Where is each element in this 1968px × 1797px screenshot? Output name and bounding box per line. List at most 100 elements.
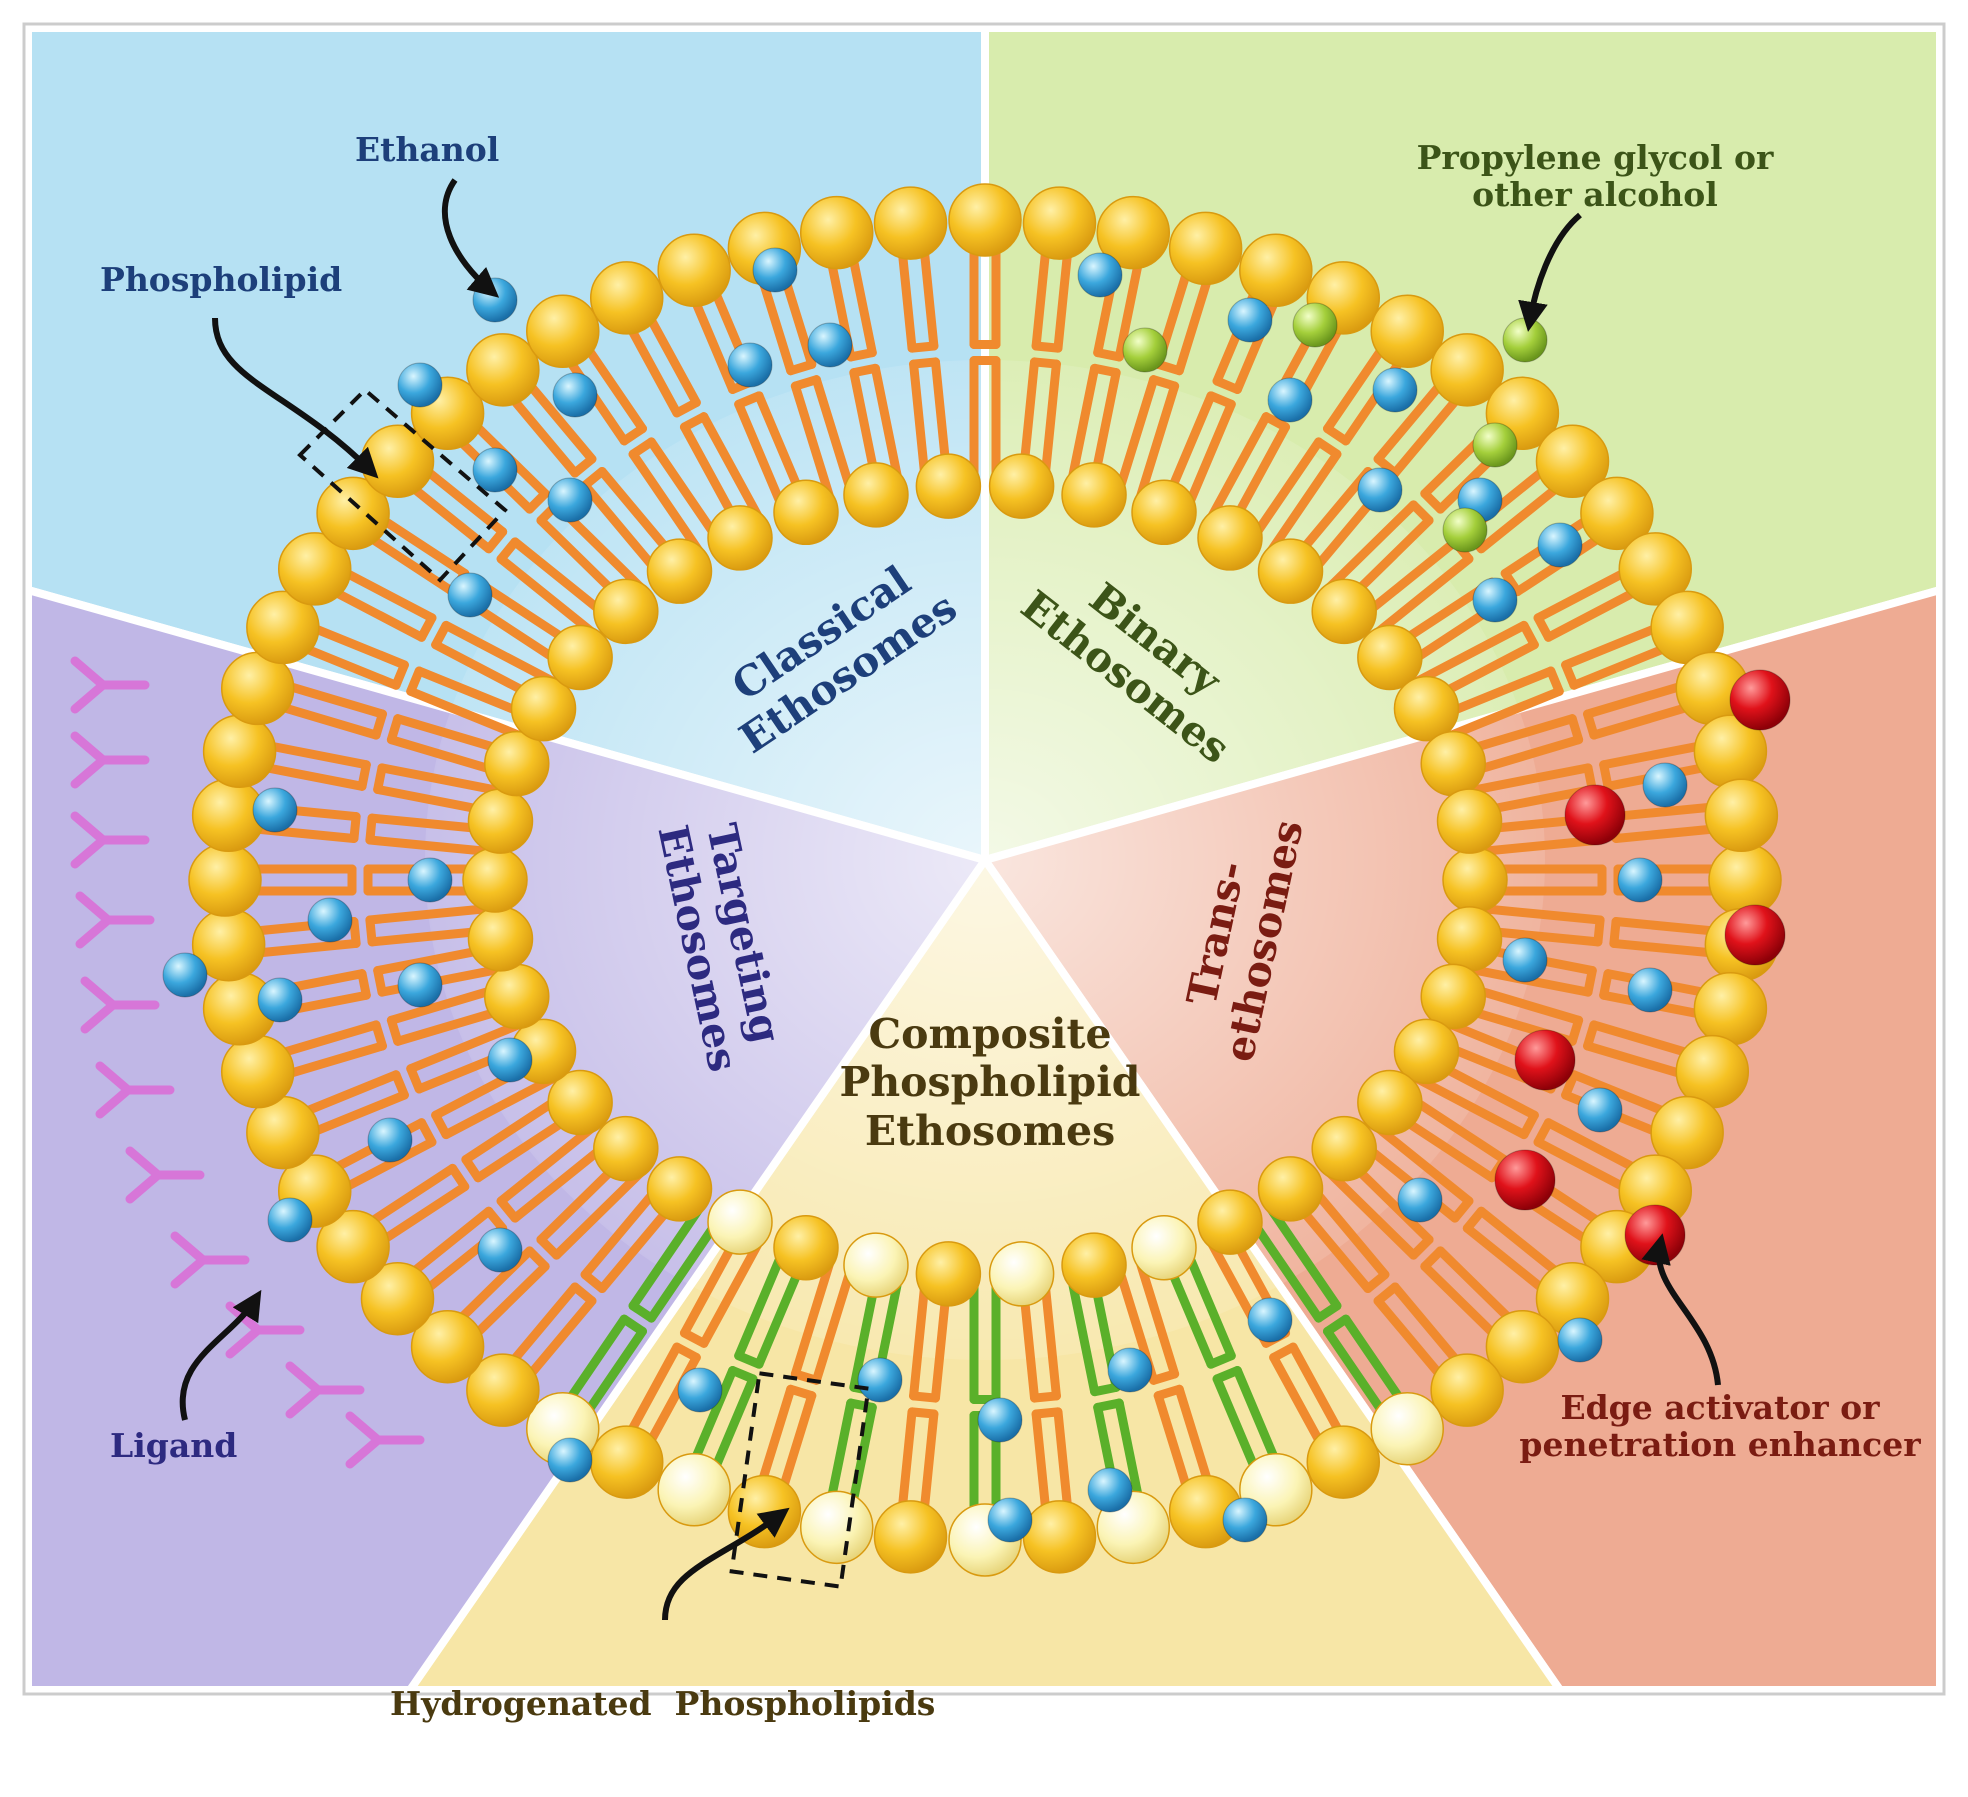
lipid-tail-bend (907, 1407, 939, 1419)
lipid-head (1693, 972, 1768, 1046)
lipid-tail-bend (525, 1246, 550, 1271)
ethanol-label: Ethanol (355, 131, 499, 169)
ligand-molecule (95, 1061, 175, 1119)
lipid-head (1239, 233, 1313, 307)
ethanol-molecule (547, 1437, 593, 1483)
lipid-tail-bend (365, 813, 377, 845)
lipid-tail-bend (373, 763, 387, 794)
lipid-head (1061, 1232, 1127, 1298)
ethosome-diagram: Classical Ethosomes Binary Ethosomes Tra… (22, 22, 1946, 1722)
lipid-tail-bend (1261, 412, 1291, 432)
lipid-head (1257, 538, 1324, 604)
ethanol-molecule (977, 1397, 1023, 1443)
ethanol-molecule (1537, 522, 1583, 568)
lipid-tail (1261, 1197, 1342, 1311)
lipid-tail (441, 620, 563, 689)
lipid-head (589, 261, 664, 335)
lipid-tail (1458, 763, 1593, 797)
lipid-tail (790, 381, 837, 510)
lipid-tail (1407, 620, 1529, 689)
lipid-head (547, 624, 613, 691)
lipid-tail (1407, 1071, 1529, 1140)
lipid-head (1485, 1309, 1560, 1384)
lipid-tail-bend (496, 1196, 520, 1223)
lipid-head (1436, 906, 1503, 972)
propylene-glycol-molecule (1122, 327, 1168, 373)
lipid-tail-bend (1420, 1246, 1445, 1271)
ethanol-molecule (257, 977, 303, 1023)
lipid-tail (365, 835, 501, 857)
lipid-tail-bend (1030, 357, 1061, 369)
lipid-tail-bend (1314, 437, 1342, 459)
lipid-tail-bend (1031, 1407, 1063, 1419)
lipid-tail-bend (734, 391, 764, 409)
lipid-head (1197, 505, 1263, 571)
lipid-tail-bend (391, 660, 409, 690)
lipid-tail (1366, 1117, 1474, 1206)
lipid-head (1022, 186, 1097, 260)
ethanol-molecule (552, 372, 598, 418)
edge-activator-molecule (1494, 1149, 1556, 1211)
lipid-tail (1133, 1250, 1180, 1379)
hydrogenated-head (1131, 1214, 1197, 1281)
lipid-tail (441, 1071, 563, 1140)
phospholipid-arrow (212, 317, 379, 479)
lipid-tail-bend (1462, 1206, 1486, 1233)
ethanol-molecule (1617, 857, 1663, 903)
center-glow (425, 360, 1545, 1360)
ligand-molecule (285, 1361, 365, 1419)
lipid-tail-bend (357, 969, 371, 1000)
phospholipid-text: Phospholipid (100, 260, 343, 299)
ethanol-molecule (307, 897, 353, 943)
ligand-molecule (70, 656, 150, 714)
lipid-tail-bend (1533, 1118, 1553, 1147)
lipid-tail-bend (1420, 489, 1445, 514)
hydrogenated-phospholipids-label: Hydrogenated Phospholipids (390, 1612, 935, 1797)
lipid-head (948, 183, 1022, 257)
lipid-tail-bend (484, 527, 508, 554)
lipid-head (316, 1209, 390, 1284)
lipid-head (462, 847, 528, 913)
lipid-tail (699, 412, 769, 531)
ethanol-molecule (1107, 1347, 1153, 1393)
lipid-tail-bend (846, 1398, 877, 1412)
lipid-head (1061, 462, 1127, 528)
lipid-head (467, 906, 534, 972)
ethanol-molecule (1077, 252, 1123, 298)
lipid-tail-bend (1149, 1369, 1180, 1385)
lipid-tail-bend (1269, 1342, 1298, 1362)
lipid-tail-bend (1409, 500, 1434, 525)
lipid-head (1430, 1353, 1504, 1427)
lipid-head (1311, 1115, 1377, 1182)
lipid-tail-bend (1599, 969, 1613, 1000)
ethanol-molecule (1267, 377, 1313, 423)
lipid-tail-bend (1153, 359, 1184, 376)
ethanol-molecule (807, 322, 853, 368)
lipid-head (526, 294, 600, 368)
lipid-head (1420, 963, 1486, 1030)
lipid-tail (1319, 1162, 1419, 1260)
ethanol-molecule (1642, 762, 1688, 808)
composite-line2: Phospholipid (839, 1058, 1141, 1107)
lipid-tail-bend (448, 1163, 470, 1192)
lipid-tail-bend (1093, 348, 1124, 362)
ligand-shape (70, 731, 150, 789)
lipid-tail-bend (484, 1206, 508, 1233)
lipid-head (1442, 847, 1508, 913)
lipid-head (484, 963, 550, 1030)
ligand-shape (285, 1361, 365, 1419)
ligand-shape (95, 1061, 175, 1119)
lipid-tail-bend (790, 375, 821, 391)
lipid-tail-bend (679, 1328, 709, 1348)
ethanol-molecule (677, 1367, 723, 1413)
ligand-molecule (80, 976, 160, 1034)
ethanol-molecule (987, 1497, 1033, 1543)
ligands (70, 656, 425, 1469)
lipid-tail-bend (1323, 424, 1351, 446)
lipid-head (773, 479, 839, 546)
lipid-head (915, 453, 982, 519)
lipid-head (589, 1425, 664, 1499)
lipid-head (220, 1034, 295, 1109)
lipid-tail-bend (371, 709, 387, 740)
ethanol-molecule (1087, 1467, 1133, 1513)
